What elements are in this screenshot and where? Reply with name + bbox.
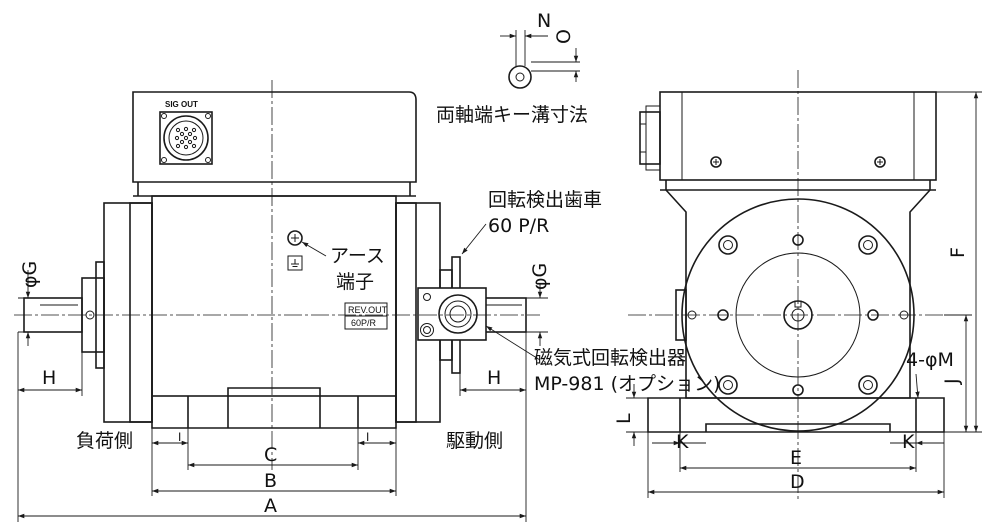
keyway-detail: N O 両軸端キー溝寸法: [436, 10, 588, 126]
magnetic-pickup: [417, 287, 487, 341]
flange-bolt-hole: [718, 235, 738, 255]
connector-icon: [159, 111, 213, 165]
flange-bolt-hole-inner: [723, 240, 733, 250]
flange-left: [103, 202, 153, 423]
side-base: [647, 397, 945, 433]
holes-label: 4-φM: [906, 349, 954, 371]
c-label: C: [264, 444, 277, 466]
flange-bolt-hole-inner: [723, 380, 733, 390]
front-view: SIG OUT: [14, 80, 720, 522]
flange-bolt-hole-inner: [863, 380, 873, 390]
side-view: F J 4-φM L K K E D: [613, 70, 982, 500]
f-label: F: [947, 247, 969, 258]
keyway-shaft-inner: [515, 72, 525, 82]
pickup-label-line2: MP-981 (オプション): [534, 373, 720, 395]
rev-out-label: REV.OUT: [348, 305, 388, 315]
rev-out-value: 60P/R: [351, 318, 377, 328]
gear-label-line2: 60 P/R: [488, 215, 549, 237]
connector-pin: [183, 126, 189, 132]
h-left-label: H: [42, 367, 56, 389]
earth-label-line2: 端子: [336, 271, 374, 293]
connector-flange: [159, 111, 213, 165]
connector-pin: [179, 139, 185, 145]
drive-side-label: 駆動側: [446, 430, 503, 452]
flange-bolt-hole: [858, 235, 878, 255]
base-center-step: [227, 387, 321, 396]
j-label: J: [941, 378, 963, 385]
connector-pin: [179, 131, 185, 137]
flange-right-inner: [395, 202, 417, 423]
flange-bolt-hole-inner: [863, 240, 873, 250]
base-feet: [187, 396, 359, 428]
earth-leader: [301, 241, 327, 257]
connector-pin: [183, 135, 189, 141]
connector-pin: [175, 127, 181, 133]
sig-out-label: SIG OUT: [165, 100, 198, 109]
connector-pin: [175, 143, 181, 149]
side-screw-left-icon: [710, 156, 722, 168]
i-left-label: I: [178, 430, 181, 444]
i-right-label: I: [366, 430, 369, 444]
l-label: L: [613, 413, 635, 424]
a-label: A: [264, 495, 277, 517]
connector-pin: [187, 139, 193, 145]
phi-g-right-label: φG: [529, 263, 551, 290]
ground-symbol-icon: [287, 255, 303, 271]
k-left-label: K: [676, 431, 689, 453]
side-connector: [639, 111, 661, 165]
earth-terminal-screw-icon: [287, 230, 303, 246]
keyway-n-label: N: [537, 10, 551, 32]
e-label: E: [790, 447, 802, 469]
housing-body: [151, 195, 397, 397]
connector-pin: [192, 135, 198, 141]
connector-pin: [183, 144, 189, 150]
flange-bolt-hole: [718, 375, 738, 395]
load-side-label: 負荷側: [76, 430, 133, 452]
earth-label-line1: アース: [330, 245, 385, 267]
b-label: B: [264, 470, 277, 492]
keyway-title: 両軸端キー溝寸法: [436, 104, 588, 126]
pickup-leader: [485, 325, 541, 361]
gear-label-line1: 回転検出歯車: [488, 189, 602, 211]
base-outline: [151, 396, 397, 429]
flange-left-inner: [129, 202, 153, 423]
holes-leader: [915, 373, 920, 399]
h-right-label: H: [487, 367, 501, 389]
side-screw-right-icon: [874, 156, 886, 168]
pickup-label-line1: 磁気式回転検出器: [534, 347, 686, 369]
signal-box: [132, 91, 417, 183]
flange-bolt-hole: [858, 375, 878, 395]
phi-g-left-label: φG: [19, 261, 41, 288]
d-label: D: [790, 471, 805, 493]
connector-pin: [174, 135, 180, 141]
keyway-shaft-circle: [508, 65, 532, 89]
connector-pin: [191, 127, 197, 133]
keyway-o-label: O: [553, 29, 575, 44]
connector-pin: [187, 131, 193, 137]
connector-pin: [191, 143, 197, 149]
gear-leader: [461, 223, 487, 255]
k-right-label: K: [902, 431, 915, 453]
